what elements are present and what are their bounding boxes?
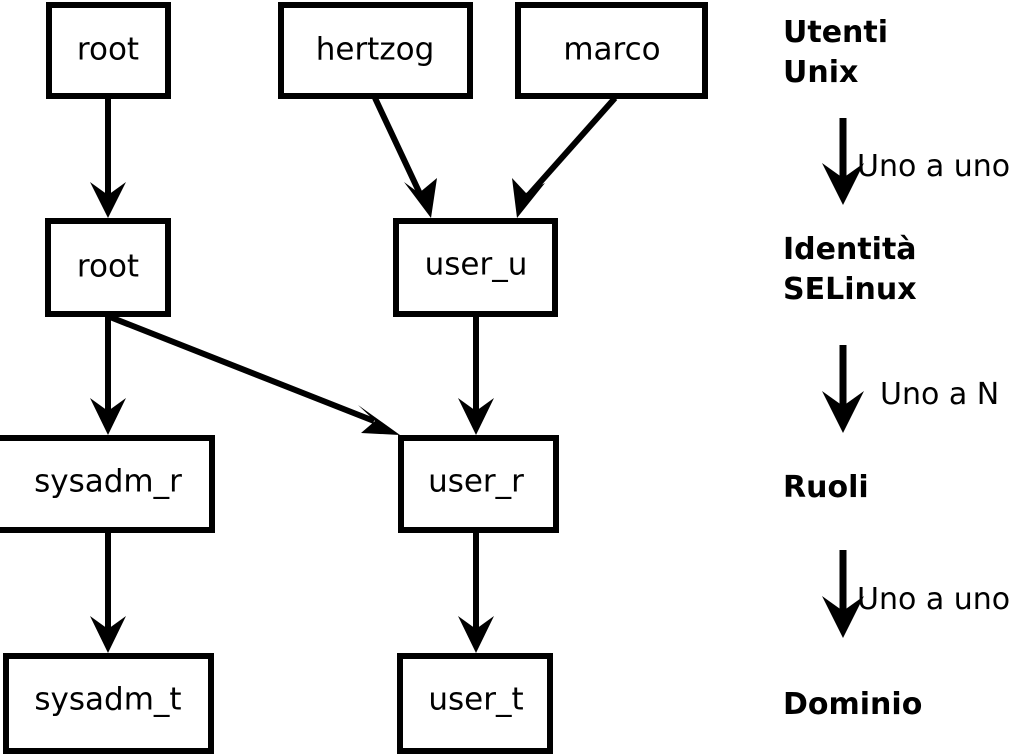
node-sysadm-r-label: sysadm_r bbox=[34, 464, 182, 500]
node-sysadm-t-label: sysadm_t bbox=[34, 682, 181, 718]
node-sysadm-r[interactable]: sysadm_r bbox=[0, 435, 215, 533]
legend-relation-uno-a-uno-1: Uno a uno bbox=[822, 118, 1010, 205]
edge-root-identity-to-sysadm-r bbox=[90, 317, 126, 435]
edge-user-u-to-user-r bbox=[458, 317, 494, 435]
edge-user-r-to-user-t bbox=[458, 533, 494, 653]
edge-hertzog-to-user-u bbox=[372, 96, 437, 218]
node-root-unix-label: root bbox=[77, 32, 139, 68]
node-user-u[interactable]: user_u bbox=[393, 218, 558, 317]
node-marco[interactable]: marco bbox=[515, 2, 708, 99]
node-user-r[interactable]: user_r bbox=[398, 435, 559, 533]
node-root-unix[interactable]: root bbox=[46, 2, 171, 99]
legend-level-utenti-unix: Utenti Unix bbox=[783, 15, 888, 90]
node-user-t[interactable]: user_t bbox=[397, 653, 553, 754]
edge-marco-to-user-u bbox=[512, 96, 618, 218]
node-root-identity[interactable]: root bbox=[45, 218, 171, 317]
edge-sysadm-r-to-sysadm-t bbox=[90, 533, 126, 653]
edge-root-unix-to-root-identity bbox=[90, 98, 126, 218]
node-user-r-label: user_r bbox=[428, 464, 524, 500]
legend-utenti-unix-line1: Utenti bbox=[783, 15, 888, 50]
node-user-u-label: user_u bbox=[425, 247, 528, 283]
node-sysadm-t[interactable]: sysadm_t bbox=[3, 653, 214, 754]
node-hertzog[interactable]: hertzog bbox=[278, 2, 473, 99]
node-hertzog-label: hertzog bbox=[316, 32, 435, 68]
legend-level-ruoli: Ruoli bbox=[783, 470, 869, 505]
legend-relation-uno-a-uno-2: Uno a uno bbox=[822, 550, 1010, 638]
legend-utenti-unix-line2: Unix bbox=[783, 55, 858, 90]
node-marco-label: marco bbox=[563, 32, 660, 68]
legend-identita-selinux-line1: Identità bbox=[783, 232, 917, 267]
legend-level-identita-selinux: Identità SELinux bbox=[783, 232, 917, 307]
node-root-identity-label: root bbox=[77, 249, 139, 285]
legend-identita-selinux-line2: SELinux bbox=[783, 272, 917, 307]
legend-ruoli-line1: Ruoli bbox=[783, 470, 869, 505]
node-user-t-label: user_t bbox=[428, 682, 523, 718]
legend-relation-uno-a-uno-1-label: Uno a uno bbox=[857, 149, 1010, 184]
legend-level-dominio: Dominio bbox=[783, 687, 922, 722]
legend-relation-uno-a-n: Uno a N bbox=[822, 345, 999, 433]
legend-dominio-line1: Dominio bbox=[783, 687, 922, 722]
edge-root-identity-to-user-r bbox=[108, 314, 400, 435]
legend-relation-uno-a-uno-2-label: Uno a uno bbox=[857, 582, 1010, 617]
legend-relation-uno-a-n-label: Uno a N bbox=[880, 377, 999, 412]
